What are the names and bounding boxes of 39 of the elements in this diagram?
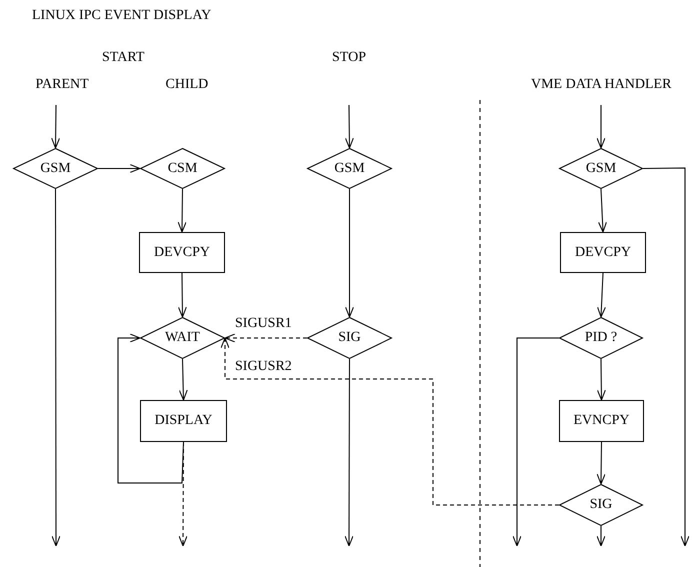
- column-heading: PARENT: [36, 77, 89, 93]
- decision-diamond: CSM: [140, 148, 225, 189]
- column-heading: VME DATA HANDLER: [531, 77, 672, 93]
- column-heading: CHILD: [166, 77, 208, 93]
- process-box: DEVCPY: [560, 232, 646, 273]
- arrow: [596, 104, 606, 148]
- arrow: [178, 272, 187, 318]
- arrow: [512, 338, 560, 546]
- diagram-title: LINUX IPC EVENT DISPLAY: [32, 8, 212, 24]
- process-box: DEVCPY: [139, 232, 225, 273]
- arrow: [220, 338, 560, 506]
- decision-diamond: GSM: [559, 148, 643, 189]
- arrow: [118, 334, 184, 484]
- process-box: DISPLAY: [140, 400, 227, 442]
- decision-diamond: SIG: [559, 484, 643, 526]
- arrow: [596, 526, 606, 546]
- arrow: [224, 334, 308, 342]
- decision-diamond: SIG: [307, 317, 392, 359]
- arrow: [345, 188, 354, 318]
- arrow: [344, 358, 354, 546]
- arrow: [51, 188, 60, 546]
- decision-diamond: GSM: [307, 148, 392, 189]
- arrow: [98, 164, 140, 173]
- arrow: [178, 358, 188, 400]
- arrow: [178, 442, 188, 546]
- arrow: [596, 272, 606, 318]
- arrow: [642, 168, 690, 546]
- arrow: [596, 442, 606, 484]
- arrow: [51, 104, 60, 148]
- decision-diamond: PID ?: [559, 317, 643, 359]
- decision-diamond: WAIT: [140, 317, 225, 359]
- arrow: [596, 358, 606, 400]
- arrow: [598, 188, 608, 232]
- column-heading: START: [102, 50, 144, 66]
- process-box: EVNCPY: [559, 400, 644, 442]
- decision-diamond: GSM: [13, 148, 98, 189]
- arrow: [344, 104, 354, 148]
- column-heading: STOP: [332, 50, 366, 66]
- arrow: [178, 188, 187, 232]
